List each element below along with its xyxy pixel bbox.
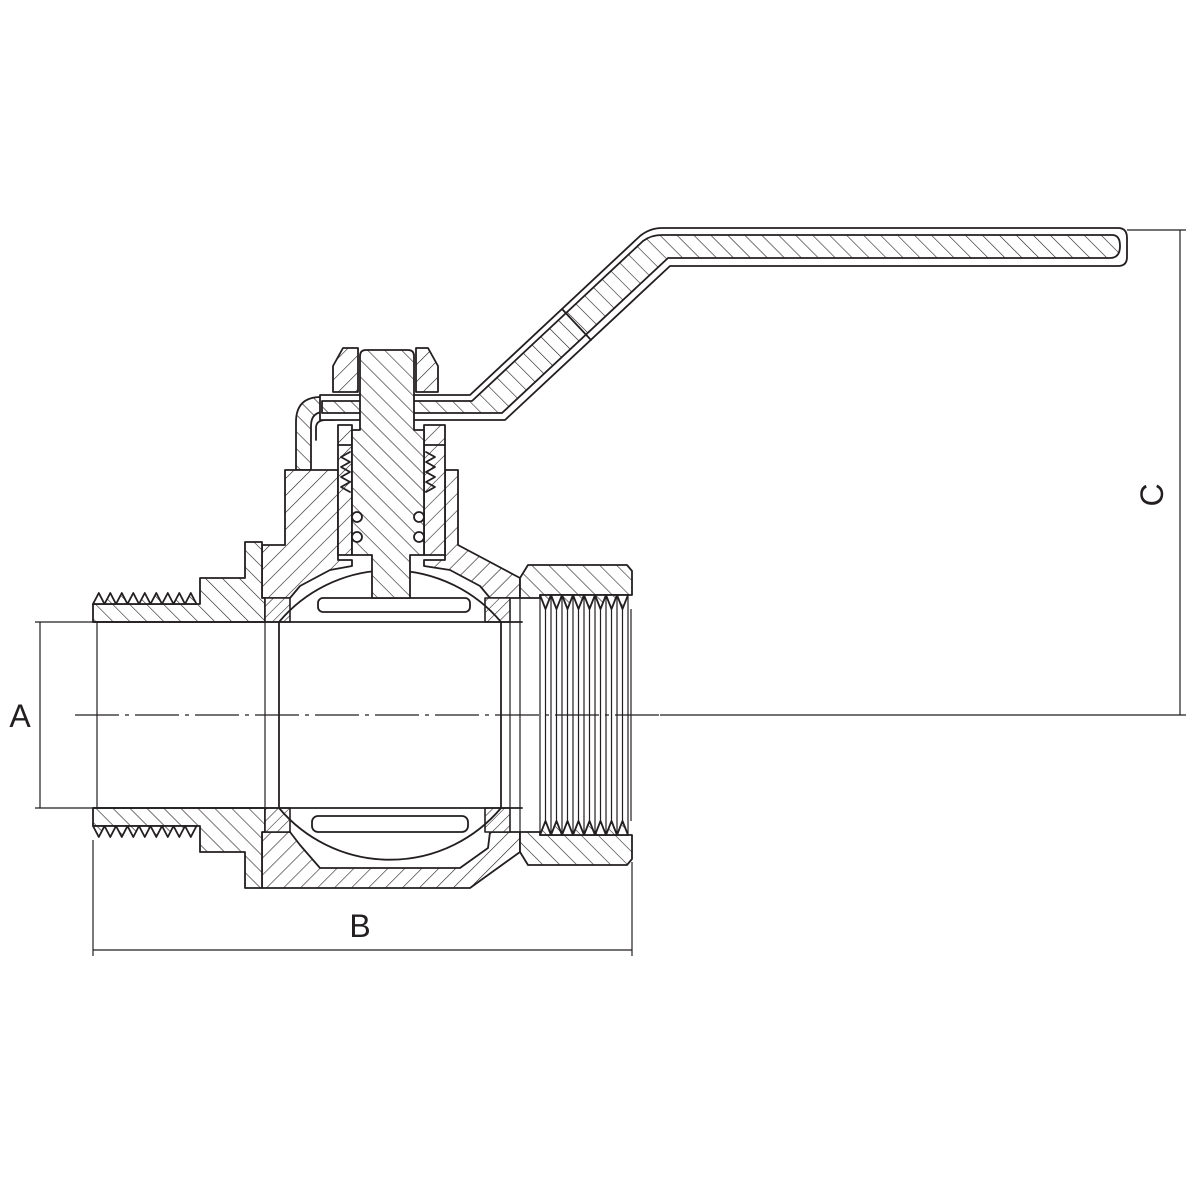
female-thread-top [539,594,629,610]
stem-nut [332,347,439,393]
stem-nut-right [415,347,439,393]
stem-o-rings [351,511,425,543]
dimension-b-label: B [349,908,370,944]
dimension-c: C [1127,229,1186,715]
o-ring [351,511,363,523]
right-end-nut [519,564,633,866]
o-ring [413,511,425,523]
seat-left-top [264,597,291,623]
o-ring [413,531,425,543]
valve-body-lower [261,831,521,889]
dimension-a-label: A [9,698,31,734]
dimension-a: A [9,621,95,809]
valve-body [261,469,521,889]
handle [319,227,1128,421]
handle-grip-end [561,308,592,341]
handle-plate [321,234,1121,414]
female-thread-bottom [539,820,629,836]
valve-body-upper-right [423,469,521,599]
o-ring [351,531,363,543]
dimension-b: B [92,840,633,956]
ball-stem-slot [317,597,471,613]
right-nut-wall-top [519,564,633,599]
male-thread-bottom [92,825,198,838]
gland-thread-left [340,451,351,493]
gland-thread-right [425,451,436,493]
seat-left-bottom [264,807,291,833]
stem [351,349,425,599]
male-thread-top [92,592,198,605]
right-nut-wall-bottom [519,831,633,866]
dimension-c-label: C [1134,483,1170,506]
stem-nut-left [332,347,359,393]
ball-bottom-slot [311,815,469,833]
ball-bottom-arc [278,807,502,861]
